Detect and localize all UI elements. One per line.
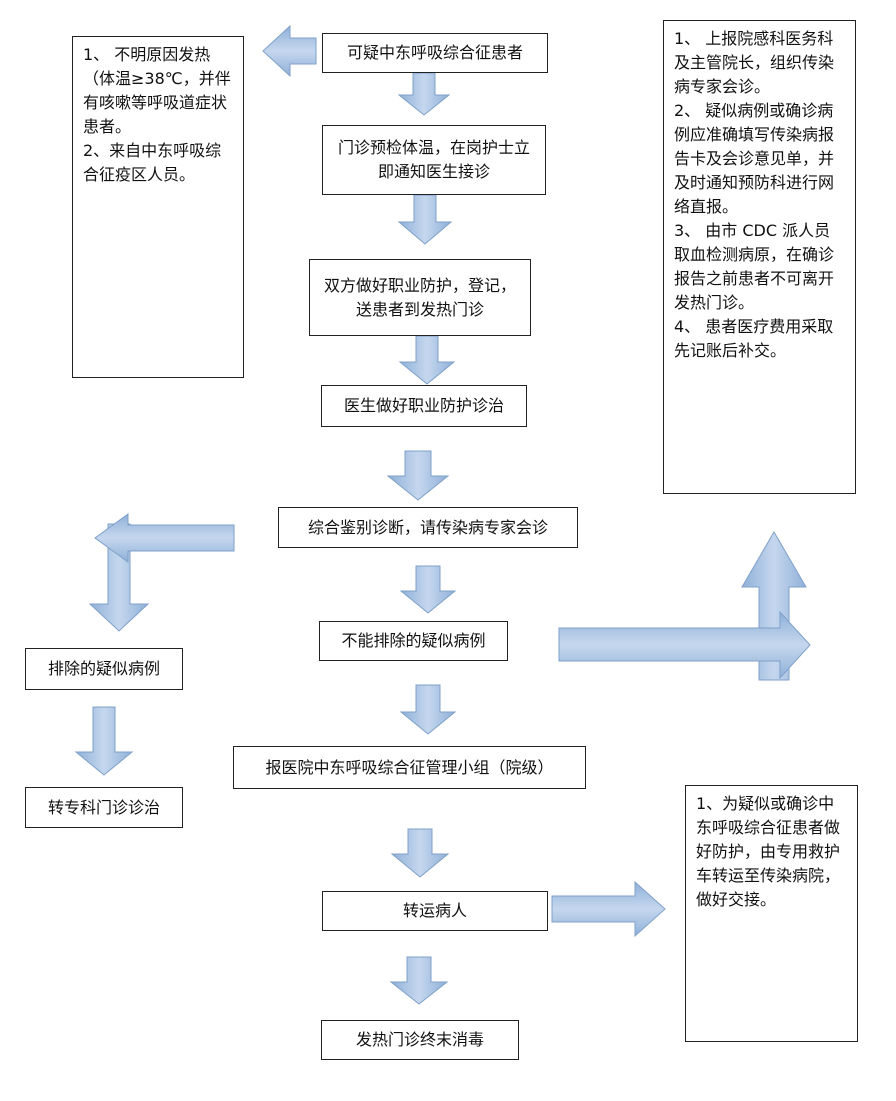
note-item: 3、 由市 CDC 派人员取血检测病原，在确诊报告之前患者不可离开发热门诊。: [674, 221, 835, 312]
step-box-protection-register: 双方做好职业防护，登记，送患者到发热门诊: [309, 259, 531, 336]
note-item: 4、 患者医疗费用采取先记账后补交。: [674, 317, 834, 360]
right-arrow-to-note: [558, 610, 811, 680]
step-label: 报医院中东呼吸综合征管理小组（院级）: [265, 757, 554, 777]
branch-down-arrow-2: [74, 706, 134, 776]
branch-box-excluded: 排除的疑似病例: [25, 648, 183, 690]
note-criteria: 1、 不明原因发热（体温≥38℃，并伴有咳嗽等呼吸道症状患者。 2、来自中东呼吸…: [72, 36, 244, 378]
note-item: 2、来自中东呼吸综合征疫区人员。: [83, 141, 222, 184]
note-item: 2、 疑似病例或确诊病例应准确填写传染病报告卡及会诊意见单，并及时通知预防科进行…: [674, 101, 835, 216]
step-label: 门诊预检体温，在岗护士立即通知医生接诊: [337, 138, 530, 181]
note-item: 1、 不明原因发热（体温≥38℃，并伴有咳嗽等呼吸道症状患者。: [83, 45, 231, 136]
step-label: 医生做好职业防护诊治: [343, 396, 504, 415]
step-box-suspected-case: 不能排除的疑似病例: [319, 621, 508, 661]
step-label: 发热门诊终末消毒: [355, 1030, 484, 1049]
note-transport: 1、为疑似或确诊中东呼吸综合征患者做好防护，由专用救护车转运至传染病院，做好交接…: [685, 785, 858, 1042]
step-label: 转运病人: [402, 901, 467, 920]
down-arrow-2: [397, 194, 453, 245]
branch-box-referral: 转专科门诊诊治: [25, 787, 183, 828]
step-label: 可疑中东呼吸综合征患者: [346, 43, 523, 62]
step-label: 综合鉴别诊断，请传染病专家会诊: [307, 517, 548, 537]
branch-label: 排除的疑似病例: [47, 659, 160, 678]
left-arrow-branch: [94, 513, 235, 563]
down-arrow-7: [390, 828, 450, 878]
note-item: 1、为疑似或确诊中东呼吸综合征患者做好防护，由专用救护车转运至传染病院，做好交接…: [696, 794, 841, 909]
step-box-doctor-treatment: 医生做好职业防护诊治: [321, 385, 527, 427]
step-box-report-mers-group: 报医院中东呼吸综合征管理小组（院级）: [233, 746, 586, 789]
down-arrow-1: [397, 72, 451, 116]
step-label: 双方做好职业防护，登记，送患者到发热门诊: [323, 275, 516, 319]
down-arrow-4: [386, 450, 450, 501]
step-box-differential-diagnosis: 综合鉴别诊断，请传染病专家会诊: [278, 507, 578, 548]
note-item: 1、 上报院感科医务科及主管院长，组织传染病专家会诊。: [674, 29, 835, 96]
note-reporting: 1、 上报院感科医务科及主管院长，组织传染病专家会诊。 2、 疑似病例或确诊病例…: [663, 20, 856, 494]
down-arrow-6: [399, 684, 457, 735]
right-arrow-transport: [551, 880, 666, 938]
down-arrow-8: [389, 956, 449, 1005]
step-box-triage: 门诊预检体温，在岗护士立即通知医生接诊: [322, 125, 546, 195]
left-arrow-to-note: [262, 24, 317, 78]
up-arrow-right: [741, 531, 807, 681]
step-label: 不能排除的疑似病例: [341, 631, 486, 650]
down-arrow-3: [398, 335, 456, 385]
step-box-suspected-patient: 可疑中东呼吸综合征患者: [322, 33, 548, 73]
branch-label: 转专科门诊诊治: [47, 797, 160, 817]
step-box-transport-patient: 转运病人: [322, 891, 548, 931]
down-arrow-5: [399, 565, 457, 614]
step-box-terminal-disinfection: 发热门诊终末消毒: [321, 1020, 519, 1060]
